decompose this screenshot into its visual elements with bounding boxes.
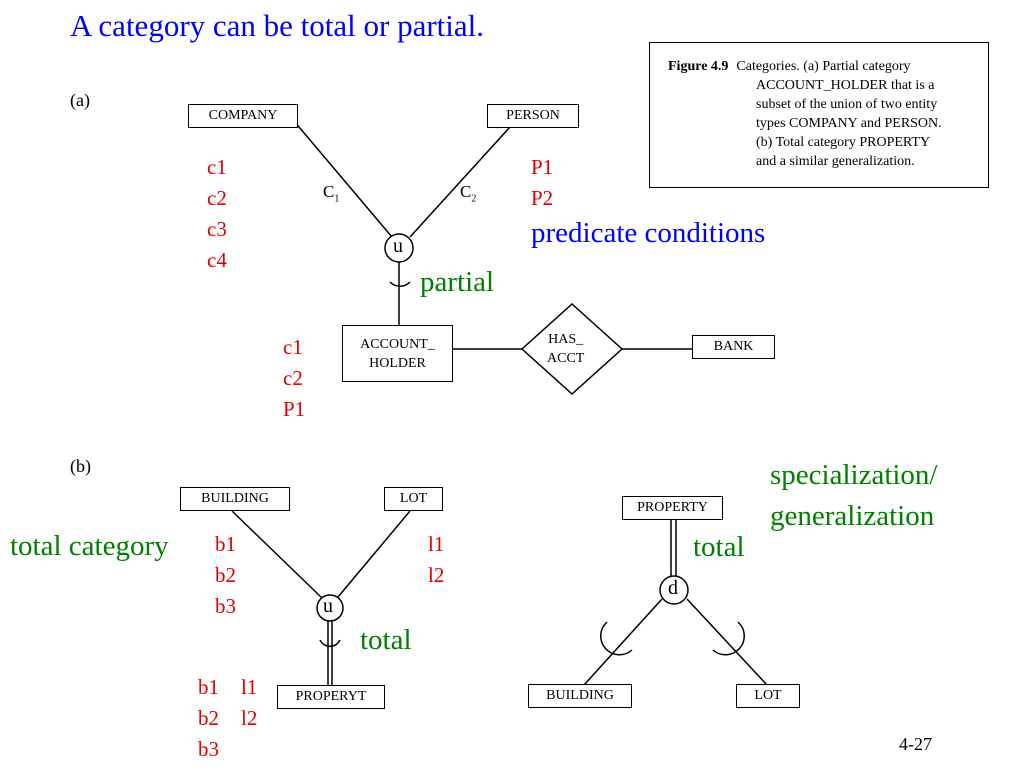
company-instance: c4	[207, 248, 227, 272]
union-symbol-a: u	[393, 235, 403, 257]
total-category-note: total category	[10, 530, 169, 562]
page-number: 4-27	[899, 734, 932, 754]
specialization-note: specialization/ generalization	[770, 455, 938, 537]
company-to-union-line	[287, 113, 393, 238]
c2-label: C2	[460, 182, 477, 205]
building-to-union-line	[231, 510, 323, 599]
company-instances: c1 c2 c3 c4	[207, 152, 227, 276]
d-to-building-line	[583, 598, 663, 686]
building-entity: BUILDING	[180, 487, 290, 511]
company-instance: c3	[207, 217, 227, 241]
building-subclass-entity: BUILDING	[528, 684, 632, 708]
company-entity: COMPANY	[188, 104, 298, 128]
account-holder-instances: c1 c2 P1	[283, 332, 305, 425]
predicate-conditions-note: predicate conditions	[531, 217, 766, 249]
category-instances-col1: b1 b2 b3	[198, 672, 219, 765]
union-circle-a	[384, 233, 414, 263]
lot-instances: l1 l2	[428, 529, 444, 591]
company-instance: c1	[207, 155, 227, 179]
partial-subset-symbol	[389, 281, 411, 287]
building-instance: b3	[215, 594, 236, 618]
building-subset-symbol	[600, 621, 633, 656]
lot-subset-symbol	[712, 621, 745, 656]
lot-subclass-entity: LOT	[736, 684, 800, 708]
person-entity: PERSON	[487, 104, 579, 128]
building-instance: b2	[215, 563, 236, 587]
account-holder-entity: ACCOUNT_HOLDER	[342, 325, 453, 382]
part-b-label: (b)	[70, 456, 91, 476]
company-instance: c2	[207, 186, 227, 210]
lot-instance: l1	[428, 532, 445, 556]
caption-line: types COMPANY and PERSON.	[756, 116, 942, 131]
lot-to-union-line	[337, 510, 411, 598]
caption-line: (b) Total category PROPERTY	[756, 135, 931, 150]
category-instances-col2: l1 l2	[241, 672, 257, 734]
specialization-note-line2: generalization	[770, 500, 935, 532]
category-instance: b3	[198, 737, 219, 761]
total-note-left: total	[360, 624, 412, 656]
caption-line: Categories. (a) Partial category	[736, 59, 911, 74]
c1-label: C1	[323, 182, 340, 205]
bank-entity: BANK	[692, 335, 775, 359]
building-instances: b1 b2 b3	[215, 529, 236, 622]
disjoint-symbol: d	[668, 577, 678, 599]
has-acct-relationship: HAS_ACCT	[547, 332, 585, 366]
caption-line: and a similar generalization.	[756, 154, 915, 169]
person-instance: P1	[531, 155, 554, 179]
account-holder-instance: c2	[283, 366, 303, 390]
has-acct-diamond	[520, 302, 624, 396]
figure-caption: Figure 4.9 Categories. (a) Partial catego…	[649, 42, 989, 188]
account-holder-instance: P1	[283, 397, 306, 421]
person-to-union-line	[409, 126, 511, 238]
category-instance: l2	[241, 706, 258, 730]
union-circle-b	[316, 594, 344, 622]
category-instance: b2	[198, 706, 219, 730]
account-holder-instance: c1	[283, 335, 303, 359]
lot-entity: LOT	[384, 487, 443, 511]
part-a-label: (a)	[70, 90, 90, 110]
total-subset-symbol	[319, 639, 341, 648]
disjoint-circle	[659, 575, 689, 605]
lot-instance: l2	[428, 563, 445, 587]
category-instance: b1	[198, 675, 219, 699]
person-instance: P2	[531, 186, 554, 210]
caption-line: subset of the union of two entity	[756, 97, 938, 112]
person-instances: P1 P2	[531, 152, 553, 214]
slide-title: A category can be total or partial.	[70, 8, 485, 43]
specialization-note-line1: specialization/	[770, 459, 938, 491]
category-instance: l1	[241, 675, 258, 699]
union-symbol-b: u	[323, 595, 333, 617]
property-entity: PROPERTY	[622, 496, 723, 520]
figure-label: Figure 4.9	[668, 59, 729, 74]
category-entity: PROPERYT	[277, 685, 385, 709]
total-note-right: total	[693, 531, 745, 563]
d-to-lot-line	[686, 598, 768, 686]
caption-line: ACCOUNT_HOLDER that is a	[756, 78, 935, 93]
building-instance: b1	[215, 532, 236, 556]
partial-note: partial	[420, 266, 495, 298]
